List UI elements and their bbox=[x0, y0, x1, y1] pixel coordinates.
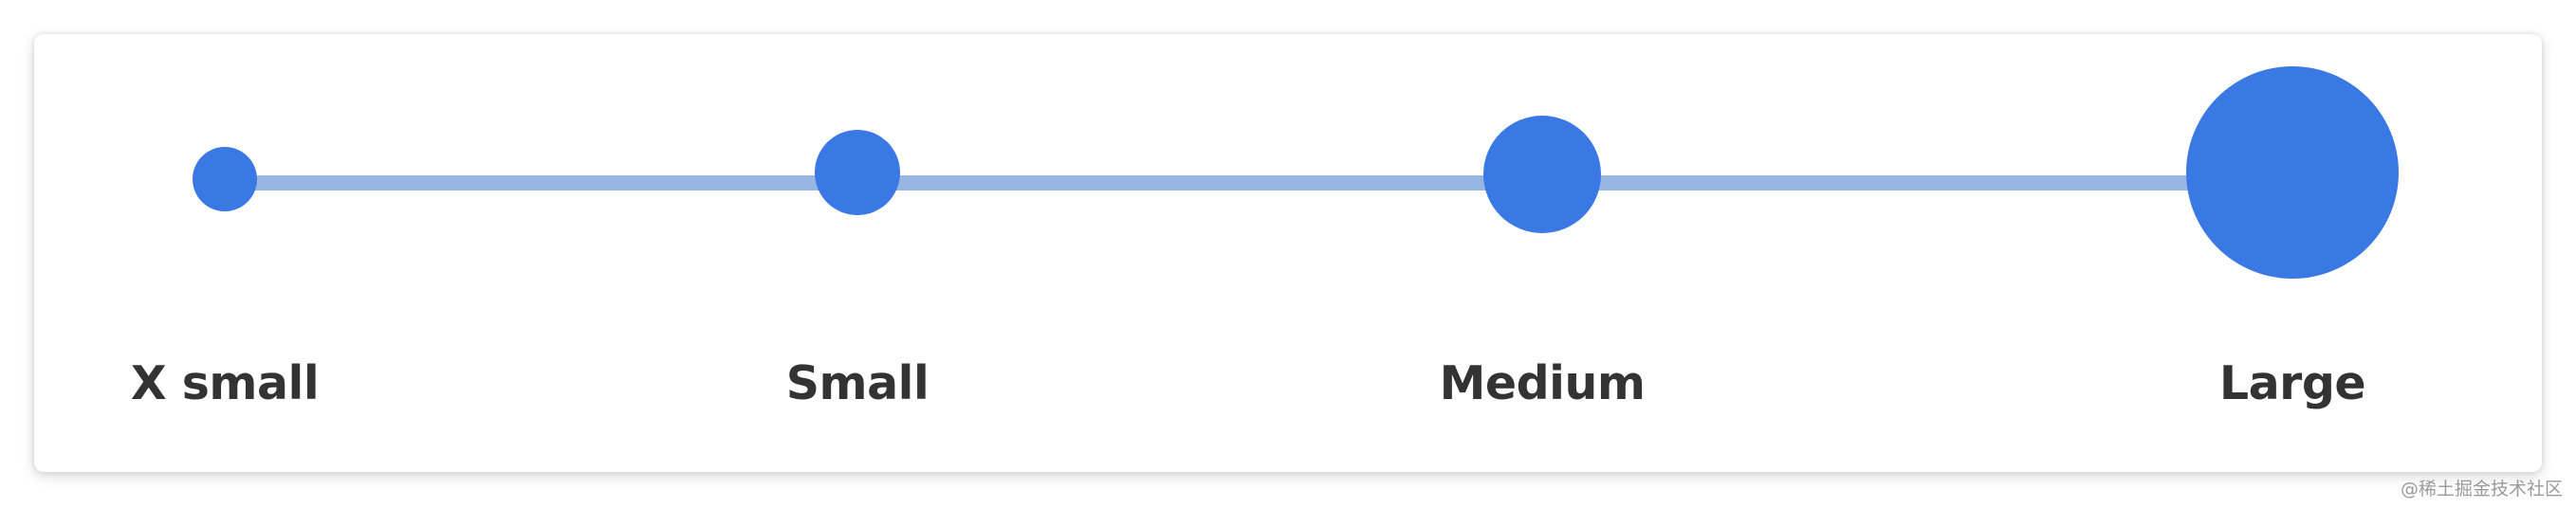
size-stop-medium[interactable] bbox=[1483, 116, 1601, 233]
size-label-small: Small bbox=[785, 356, 929, 410]
size-slider-card: X small Small Medium Large bbox=[34, 34, 2542, 472]
size-label-x-small: X small bbox=[130, 356, 320, 410]
size-slider-track[interactable] bbox=[225, 175, 2349, 190]
size-label-medium: Medium bbox=[1439, 356, 1646, 410]
watermark: @稀土掘金技术社区 bbox=[2400, 479, 2563, 499]
size-label-large: Large bbox=[2218, 356, 2366, 410]
size-stop-large[interactable] bbox=[2186, 66, 2399, 279]
size-stop-small[interactable] bbox=[815, 130, 900, 215]
size-stop-x-small[interactable] bbox=[193, 147, 257, 211]
